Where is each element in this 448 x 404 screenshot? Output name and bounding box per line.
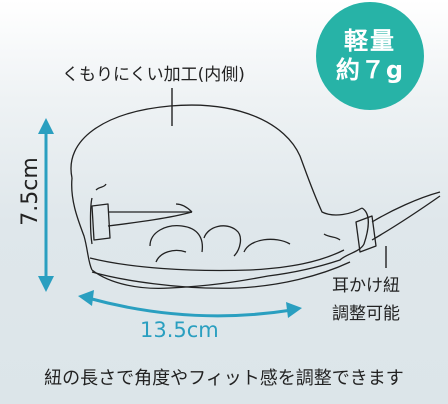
weight-badge-title: 軽量 [344,27,396,56]
height-label-text: 7.5cm [17,156,43,226]
weight-badge-value: 約７g [335,56,405,84]
ear-strap-caption-line2: 調整可能 [332,304,400,324]
ear-strap-caption: 耳かけ紐 調整可能 [332,272,400,328]
ear-strap-caption-line1: 耳かけ紐 [332,276,400,296]
width-arrow [78,290,302,318]
shield-outline [70,104,441,290]
height-arrow [38,118,54,292]
fit-adjust-caption: 紐の長さで角度やフィット感を調整できます [44,368,404,389]
height-label: 7.5cm [16,146,44,236]
anti-fog-caption: くもりにくい加工(内側) [62,65,245,85]
width-label: 13.5cm [140,318,219,342]
weight-badge: 軽量 約７g [316,2,424,110]
